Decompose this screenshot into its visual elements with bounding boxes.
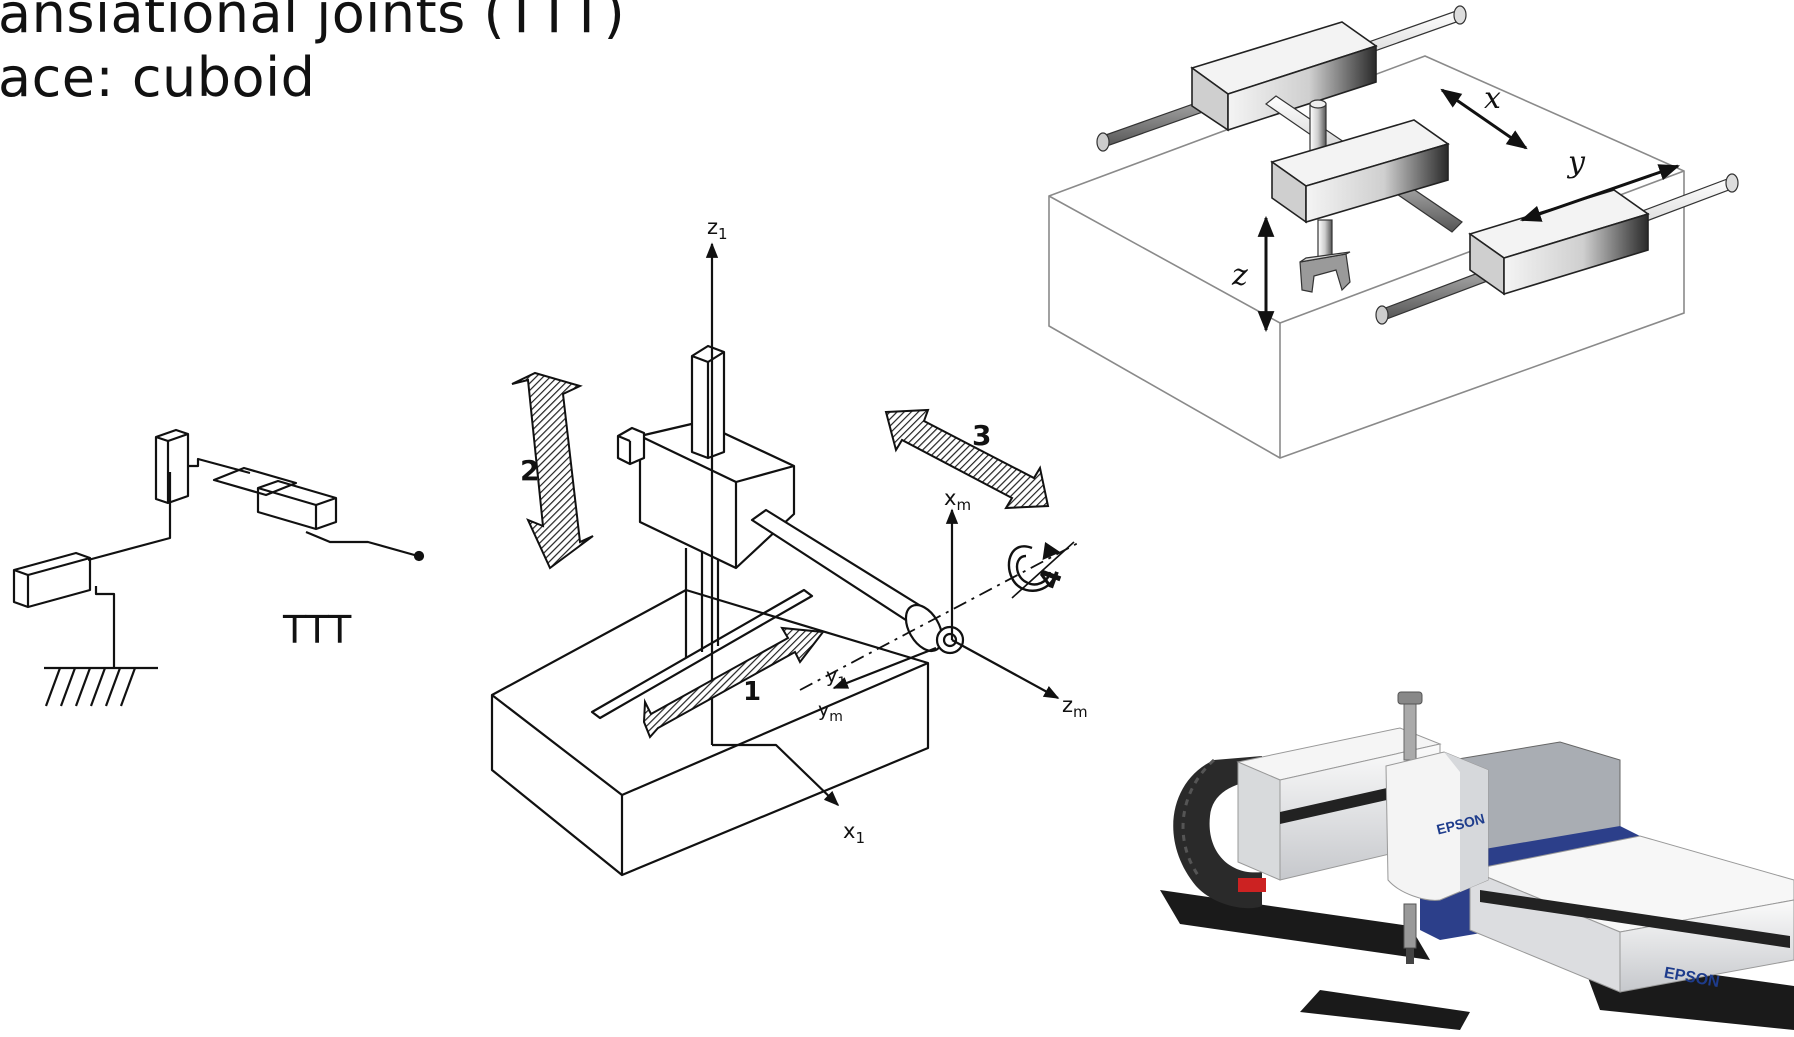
middle-carriage <box>1270 119 1450 224</box>
z-axis-module <box>1385 691 1489 964</box>
base-slot <box>590 588 814 720</box>
ground-hatching <box>44 667 137 707</box>
tool-axis-line <box>799 541 1081 691</box>
workspace-axis-arrows <box>1257 88 1680 333</box>
end-link <box>305 530 419 558</box>
schematic-label: TTT <box>282 608 352 652</box>
motion-arrow-3 <box>884 408 1050 510</box>
ttt-kinematic-schematic <box>12 428 425 707</box>
wrist <box>904 603 965 655</box>
axis-zm-arrow <box>951 639 1060 699</box>
link-1 <box>87 472 172 562</box>
epson-cartesian-robot-photo: EPSON EPSON <box>1160 691 1794 1030</box>
base-link <box>94 586 116 668</box>
front-slide-block <box>1468 189 1650 296</box>
rotation-arrow-4 <box>1007 541 1075 599</box>
label-zm: zm <box>1062 693 1088 721</box>
axis-ym-arrow <box>832 646 937 690</box>
axis-x1-arrow <box>712 743 840 807</box>
motion-arrow-1 <box>642 626 825 739</box>
front-white-rail <box>1468 835 1794 993</box>
label-arrow-2: 2 <box>520 454 539 487</box>
cartesian-workspace-diagram: x y z <box>1048 5 1739 459</box>
horizontal-arm <box>750 508 926 626</box>
prismatic-joint-1 <box>12 551 92 609</box>
side-stub <box>616 426 646 466</box>
label-arrow-4: 4 <box>1032 564 1070 594</box>
vertical-bar <box>690 344 726 460</box>
tool-gripper <box>1299 219 1351 293</box>
label-x: x <box>1484 81 1501 116</box>
label-xm: xm <box>944 486 971 514</box>
label-arrow-3: 3 <box>972 419 991 452</box>
gantry-line-drawing <box>490 242 1081 877</box>
label-z1: z1 <box>707 215 728 243</box>
arrow-y <box>1520 164 1680 222</box>
end-effector-point <box>413 550 425 562</box>
slide-title-line-1: ansiational joints (TTT) <box>0 0 626 45</box>
prismatic-joint-2 <box>154 428 190 505</box>
label-ym: ym <box>818 699 843 725</box>
cable-carrier <box>1173 756 1262 909</box>
label-x1: x1 <box>843 819 865 847</box>
link-2 <box>188 457 251 475</box>
label-arrow-1: 1 <box>743 677 761 707</box>
rear-slide-block <box>1190 21 1378 132</box>
slide-title-line-2: ace: cuboid <box>0 46 316 109</box>
arrow-x <box>1440 88 1528 150</box>
label-y: y <box>1566 145 1586 180</box>
prismatic-joint-3 <box>256 479 338 531</box>
base-block <box>490 588 930 877</box>
label-z: z <box>1231 258 1248 293</box>
vertical-column <box>684 548 720 658</box>
guide-rail <box>212 466 298 497</box>
label-y1: y1 <box>826 665 846 691</box>
motion-arrow-2 <box>511 371 594 570</box>
